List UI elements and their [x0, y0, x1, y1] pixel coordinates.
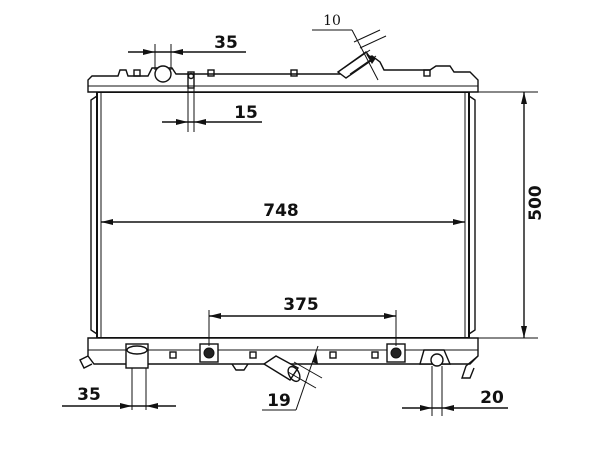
- overflow-nipple: [187, 71, 195, 89]
- mount-square: [169, 351, 177, 359]
- drain-plug: [231, 363, 249, 371]
- dimension-bottom-hose: 19: [262, 345, 323, 411]
- left-mounting-bracket: [199, 343, 219, 363]
- top-header-tank: [87, 49, 479, 93]
- dimension-width: 748: [101, 201, 465, 225]
- left-foot: [79, 355, 93, 369]
- dimension-top-hose: 10: [312, 13, 387, 81]
- bottom-outlet-left: [125, 343, 149, 410]
- dimension-bottom-outlet-label: 35: [77, 385, 101, 405]
- dimension-height: 500: [470, 91, 546, 339]
- dimension-cap-offset: 15: [162, 88, 262, 132]
- dimension-top-hose-label: 10: [323, 13, 341, 29]
- dimension-bottom-pin-label: 20: [480, 388, 504, 408]
- right-side-tank: [468, 95, 476, 335]
- mount-square: [423, 69, 431, 77]
- dimension-bottom-hose-label: 19: [267, 391, 291, 411]
- bottom-pin-right: [419, 349, 452, 416]
- mount-square: [133, 69, 141, 77]
- mount-square: [290, 69, 298, 77]
- right-mounting-bracket: [386, 343, 406, 363]
- dimension-width-label: 748: [263, 201, 299, 221]
- dimension-top-inlet-label: 35: [214, 33, 238, 53]
- dimension-bottom-outlet: 35: [62, 385, 176, 409]
- dimension-cap-offset-label: 15: [234, 103, 258, 123]
- left-side-tank: [90, 95, 98, 335]
- bottom-hose-outlet: [262, 355, 301, 383]
- dimension-height-label: 500: [526, 185, 546, 221]
- mount-square: [207, 69, 215, 77]
- dimension-top-inlet: 35: [128, 33, 246, 70]
- dimension-bottom-pin: 20: [402, 388, 508, 411]
- dimension-bracket-spacing: 375: [208, 295, 397, 346]
- mount-square: [249, 351, 257, 359]
- mount-square: [329, 351, 337, 359]
- dimension-bracket-spacing-label: 375: [283, 295, 319, 315]
- filler-cap: [154, 65, 172, 83]
- right-foot: [461, 355, 479, 379]
- mount-square: [371, 351, 379, 359]
- bottom-header-tank: [79, 337, 479, 416]
